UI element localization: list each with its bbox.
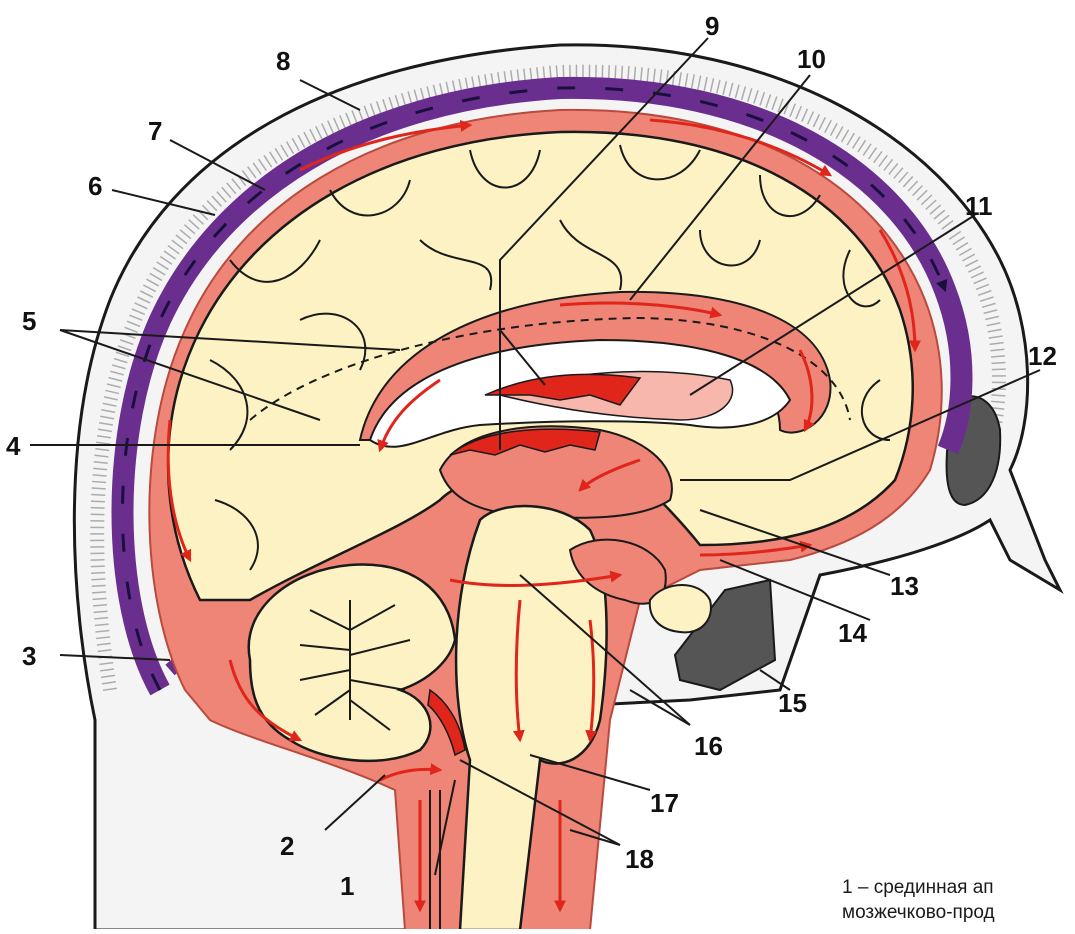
label-10: 10 (797, 44, 826, 74)
label-8: 8 (276, 46, 290, 76)
cerebellum (249, 564, 455, 760)
label-17: 17 (650, 788, 679, 818)
caption-line-1: 1 – срединная ап (842, 877, 1075, 899)
label-13: 13 (890, 571, 919, 601)
label-6: 6 (88, 171, 102, 201)
label-5: 5 (22, 306, 36, 336)
label-1: 1 (340, 871, 354, 901)
label-12: 12 (1028, 341, 1057, 371)
label-16: 16 (694, 731, 723, 761)
pituitary-gland (650, 585, 711, 632)
caption-line-2: мозжечково-прод (842, 902, 1075, 924)
label-11: 11 (965, 191, 993, 221)
label-4: 4 (6, 431, 21, 461)
label-2: 2 (280, 831, 294, 861)
label-18: 18 (625, 844, 654, 874)
label-9: 9 (705, 11, 719, 41)
label-14: 14 (838, 618, 867, 648)
label-3: 3 (22, 641, 36, 671)
label-7: 7 (148, 116, 162, 146)
label-15: 15 (778, 688, 807, 718)
